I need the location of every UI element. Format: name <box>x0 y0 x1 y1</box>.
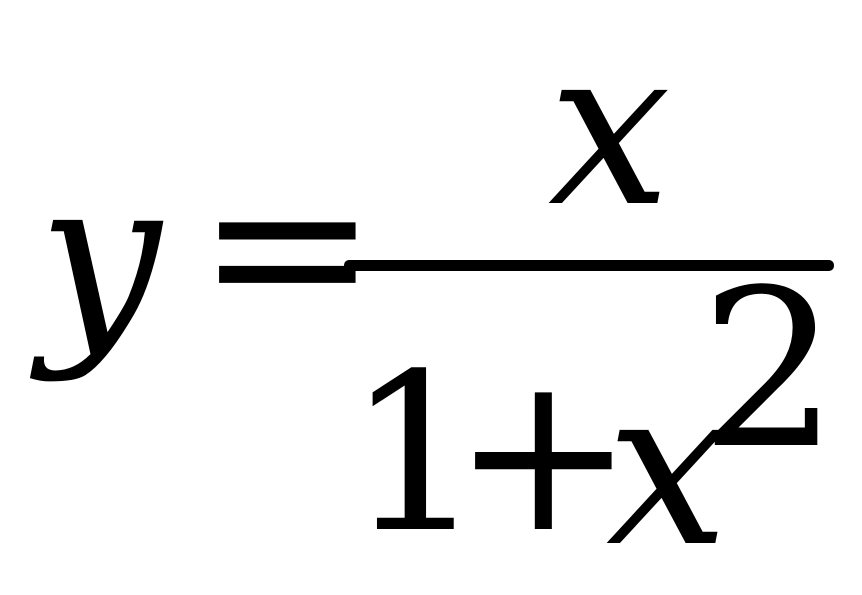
lhs-variable-y: y <box>38 132 162 385</box>
denominator-x: x <box>606 342 729 595</box>
denominator-plus-sign: + <box>452 328 635 581</box>
denominator-exponent-two: 2 <box>700 244 839 497</box>
numerator-x: x <box>548 2 671 255</box>
formula: y = x 1 + x 2 <box>38 2 839 595</box>
denominator-one: 1 <box>346 328 485 581</box>
fraction-bar <box>344 260 834 271</box>
equals-sign: = <box>196 120 379 373</box>
